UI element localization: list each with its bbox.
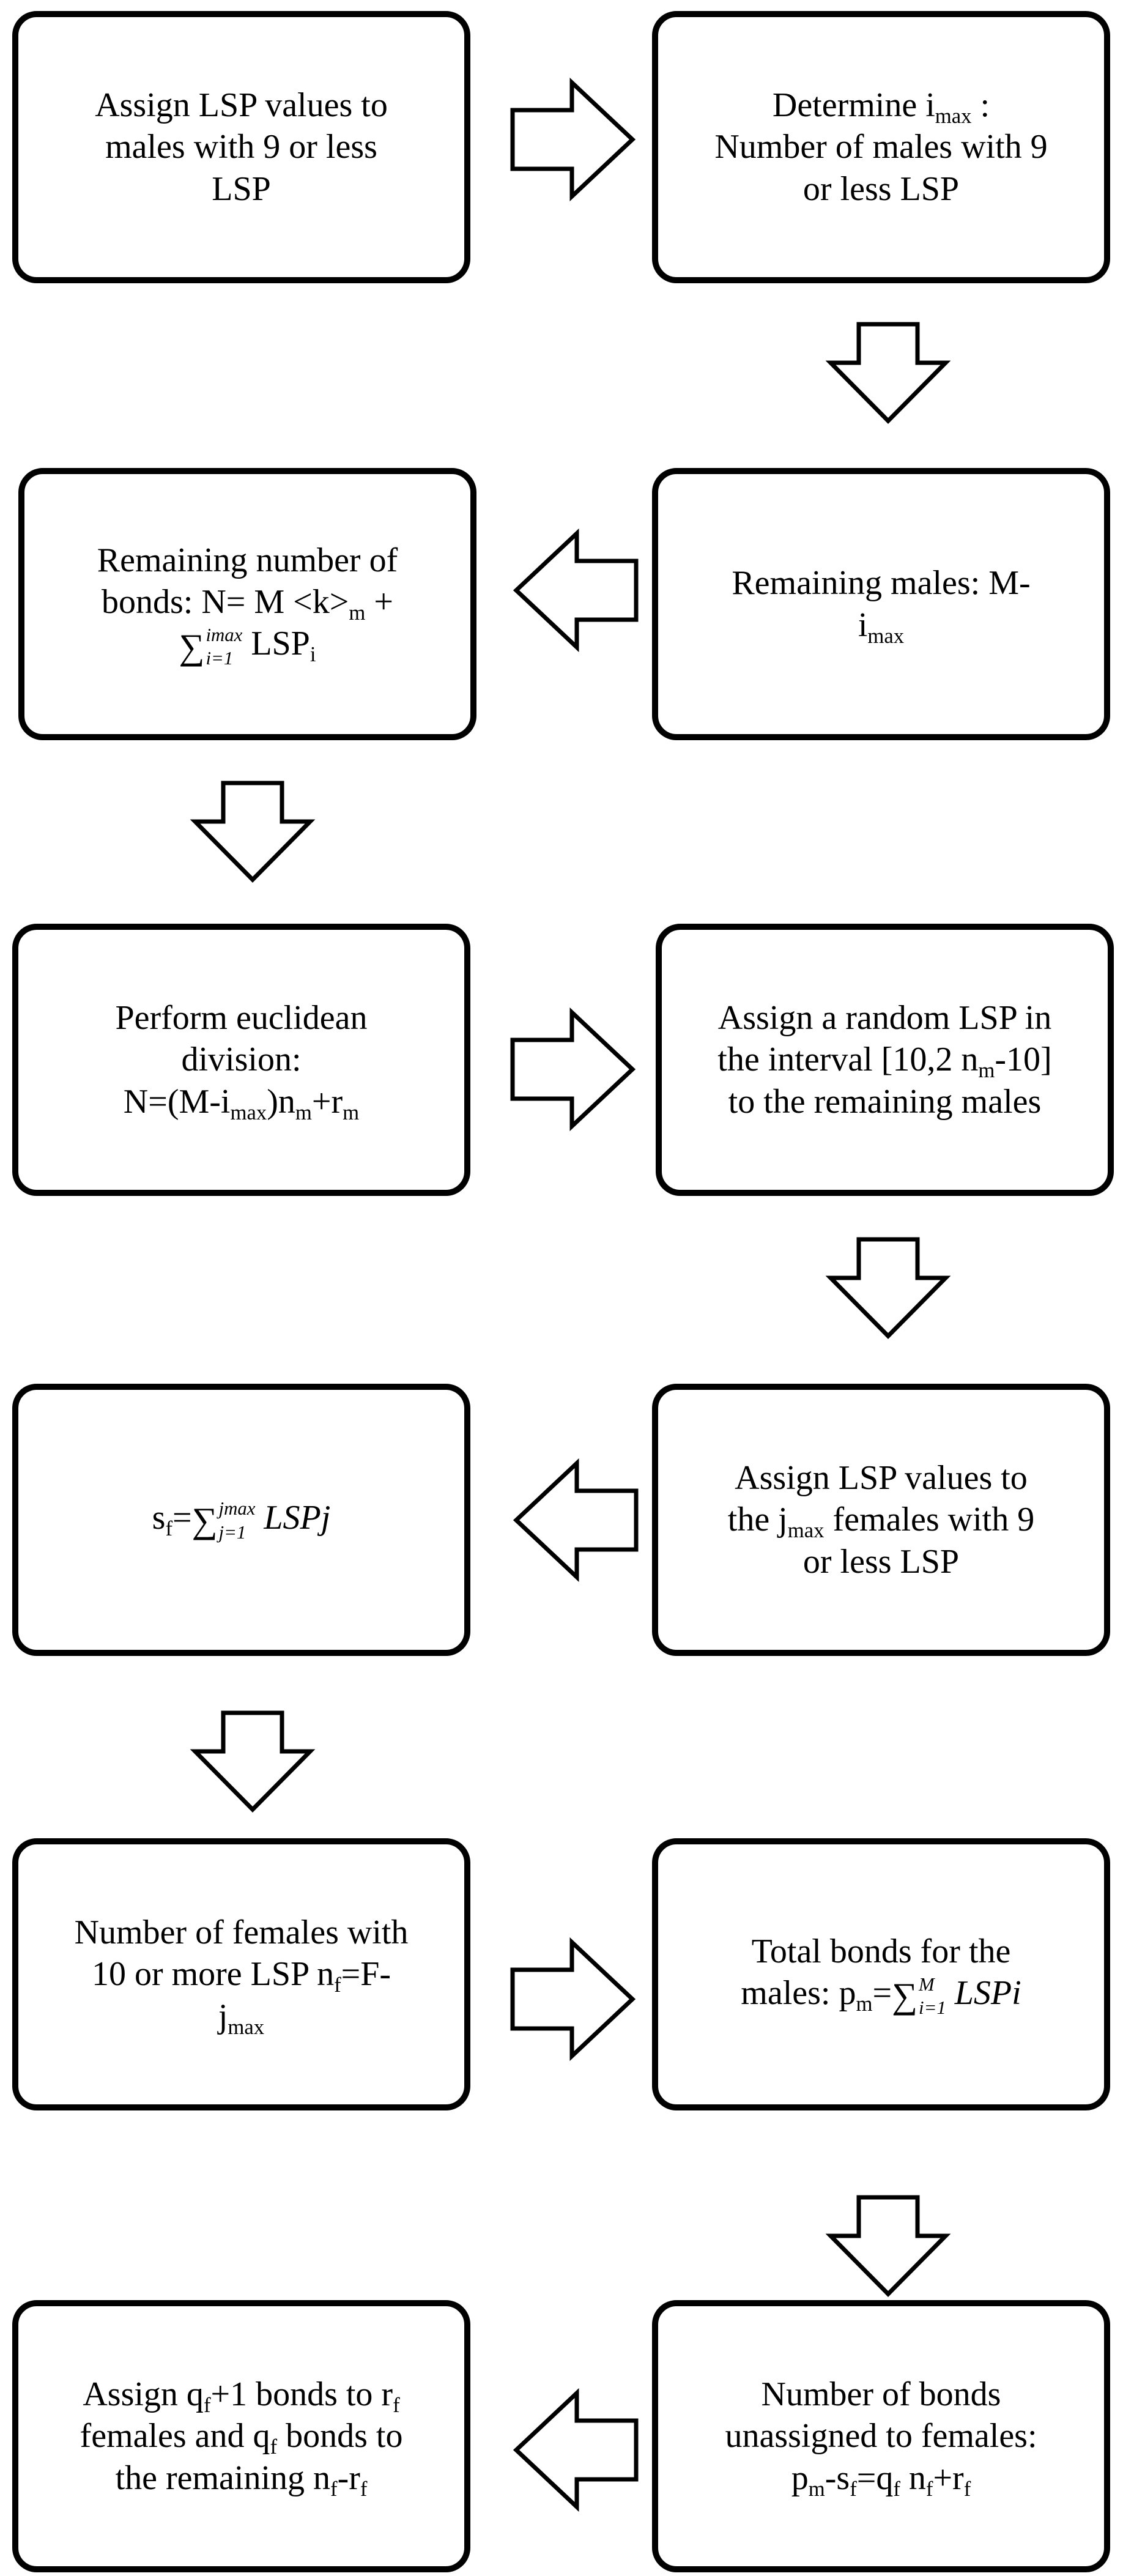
step-text: Number of males with 9 xyxy=(714,128,1048,166)
step-text: the remaining nf-rf xyxy=(115,2459,368,2501)
step-assign-bonds-females: Assign qf+1 bonds to rf females and qf b… xyxy=(12,2300,470,2572)
step-text: Assign a random LSP in xyxy=(717,999,1052,1037)
step-text: 10 or more LSP nf=F- xyxy=(91,1955,391,1997)
arrow-down-2 xyxy=(190,781,316,883)
step-determine-imax: Determine imax : Number of males with 9 … xyxy=(652,11,1110,283)
step-text: Number of bonds xyxy=(761,2375,1001,2414)
step-text: Determine imax : xyxy=(772,86,990,128)
arrow-down-3 xyxy=(825,1237,951,1339)
step-text: or less LSP xyxy=(802,169,960,208)
step-assign-lsp-females: Assign LSP values to the jmax females wi… xyxy=(652,1384,1110,1656)
step-text: LSP xyxy=(212,169,271,208)
step-formula: N=(M-imax)nm+rm xyxy=(123,1082,360,1124)
step-text: males with 9 or less xyxy=(105,128,377,166)
arrow-down-1 xyxy=(825,322,951,424)
step-remaining-bonds: Remaining number of bonds: N= M <k>m + ∑… xyxy=(18,468,476,740)
step-text: the interval [10,2 nm-10] xyxy=(717,1041,1052,1083)
step-text: Assign LSP values to xyxy=(95,86,388,125)
arrow-down-5 xyxy=(825,2195,951,2297)
step-text: Assign LSP values to xyxy=(735,1459,1028,1498)
arrow-left-3 xyxy=(513,2388,639,2512)
step-text: Remaining males: M- xyxy=(732,564,1031,603)
arrow-right-1 xyxy=(510,77,636,202)
arrow-down-4 xyxy=(190,1710,316,1813)
step-text: or less LSP xyxy=(802,1542,960,1581)
step-text: bonds: N= M <k>m + xyxy=(102,583,393,625)
arrow-right-2 xyxy=(510,1007,636,1132)
step-text: Remaining number of xyxy=(97,541,398,579)
step-text: jmax xyxy=(218,1997,265,2039)
arrow-left-1 xyxy=(513,528,639,653)
step-number-females: Number of females with 10 or more LSP nf… xyxy=(12,1838,470,2110)
step-text: Assign qf+1 bonds to rf xyxy=(83,2375,400,2418)
step-text: imax xyxy=(858,606,905,648)
step-assign-random-lsp: Assign a random LSP in the interval [10,… xyxy=(656,924,1114,1196)
step-text: Total bonds for the xyxy=(751,1932,1011,1970)
step-text: females and qf bonds to xyxy=(80,2417,403,2459)
step-assign-lsp-males: Assign LSP values to males with 9 or les… xyxy=(12,11,470,283)
step-text: to the remaining males xyxy=(728,1082,1042,1121)
arrow-left-2 xyxy=(513,1458,639,1583)
step-text: the jmax females with 9 xyxy=(727,1501,1035,1543)
step-text: division: xyxy=(181,1041,302,1079)
step-formula: pm-sf=qf nf+rf xyxy=(791,2459,971,2501)
step-unassigned-bonds: Number of bonds unassigned to females: p… xyxy=(652,2300,1110,2572)
step-text: unassigned to females: xyxy=(725,2417,1037,2455)
arrow-right-3 xyxy=(510,1937,636,2062)
step-remaining-males: Remaining males: M- imax xyxy=(652,468,1110,740)
step-text: Number of females with xyxy=(74,1913,409,1952)
step-text: Perform euclidean xyxy=(115,999,368,1037)
step-euclidean-division: Perform euclidean division: N=(M-imax)nm… xyxy=(12,924,470,1196)
